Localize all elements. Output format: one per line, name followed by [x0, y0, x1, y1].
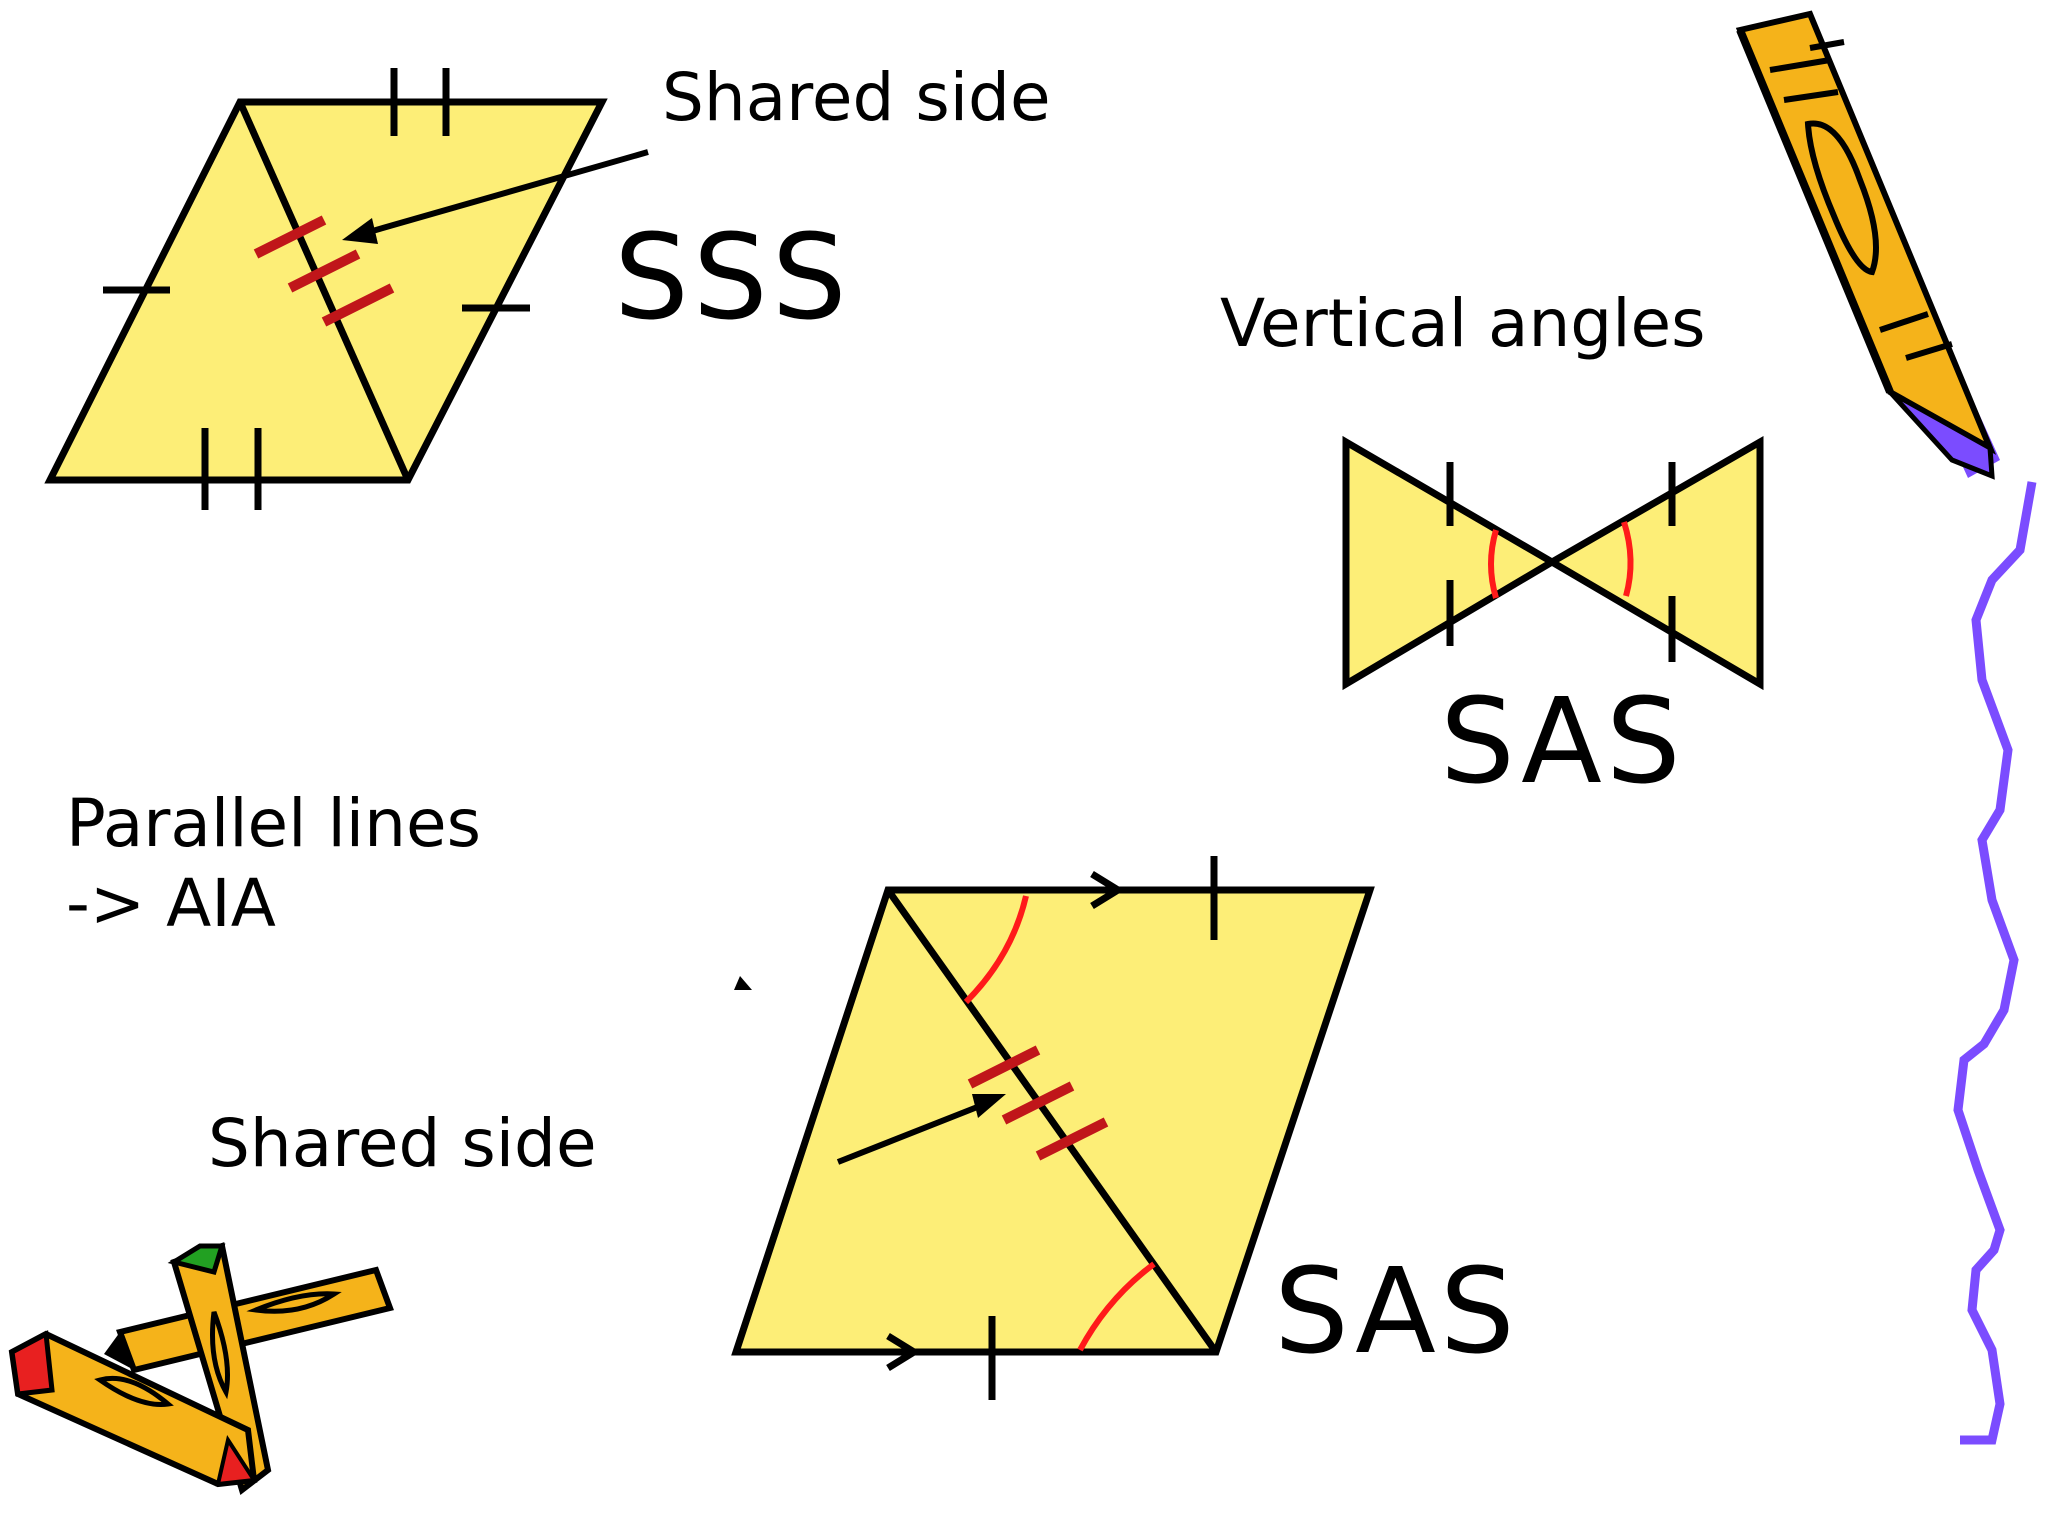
parallel-arrow: [886, 1333, 921, 1371]
angle-arc: [1077, 1261, 1156, 1352]
aia-label: -> AIA: [66, 865, 276, 942]
stray-mark: [734, 976, 752, 990]
shared-side-tick: [321, 283, 395, 327]
arrow-head: [342, 218, 378, 244]
shared-side-arrow: [836, 1099, 992, 1165]
angle-arc: [963, 895, 1029, 1005]
sss-diagonal: [236, 100, 412, 482]
vertical-angles-label: Vertical angles: [1220, 285, 1706, 362]
sas-label-top: SAS: [1440, 672, 1685, 810]
vertical-angles-bowtie: [1342, 435, 1764, 691]
angle-arc: [1621, 521, 1634, 597]
shared-side-label-top: Shared side: [662, 59, 1051, 136]
shared-side-tick: [967, 1045, 1041, 1089]
shared-side-label-bottom: Shared side: [208, 1105, 597, 1182]
shared-side-tick: [253, 215, 327, 259]
shared-side-arrow: [361, 149, 649, 237]
aia-diagonal: [885, 887, 1219, 1355]
sss-label: SSS: [614, 208, 851, 346]
shared-side-tick: [1001, 1081, 1075, 1125]
angle-arc: [1488, 529, 1499, 599]
pencil-icon: [1735, 10, 2000, 480]
crossed-pencils-icon: [8, 1242, 394, 1496]
parallel-lines-label: Parallel lines: [66, 785, 481, 862]
squiggle-decoration: [1953, 481, 2037, 1445]
shared-side-tick: [287, 249, 361, 293]
parallel-arrow: [1090, 871, 1125, 909]
aia-parallelogram: [731, 856, 1375, 1400]
bowtie-right: [1545, 435, 1764, 691]
sas-label-bottom: SAS: [1274, 1242, 1519, 1380]
shared-side-tick: [1035, 1117, 1109, 1161]
arrow-head: [972, 1094, 1006, 1118]
sss-parallelogram: [44, 68, 649, 510]
